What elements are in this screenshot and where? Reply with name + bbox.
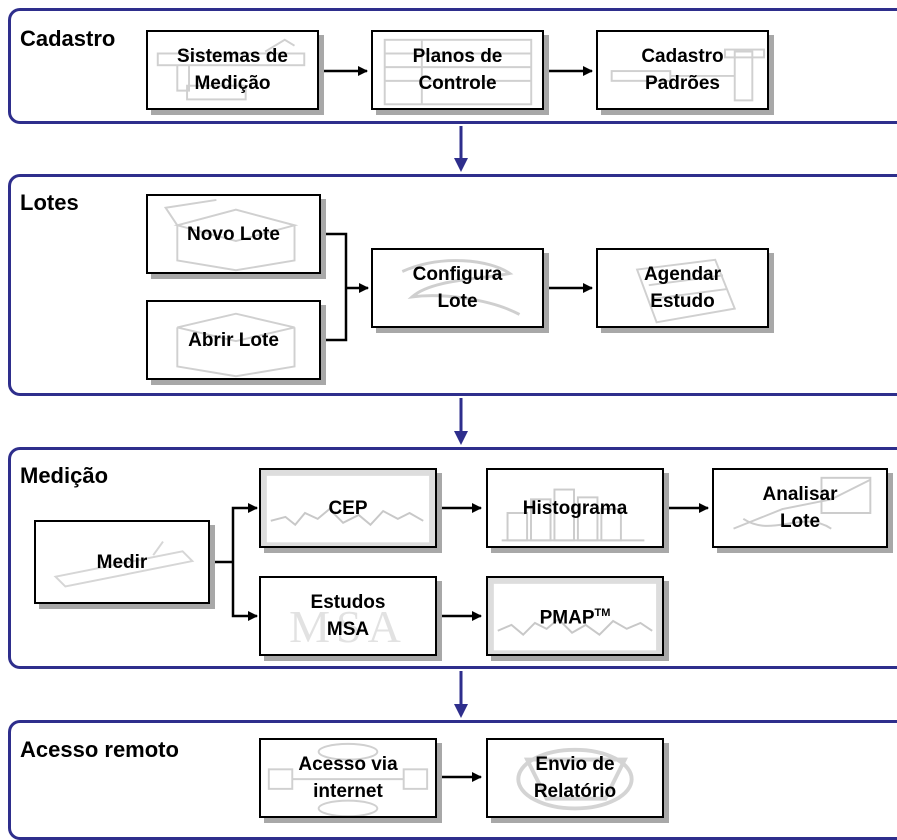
pmap-trademark: TM (594, 607, 611, 620)
group-cadastro-title: Cadastro (20, 26, 116, 51)
group-lotes (8, 174, 897, 396)
arrowhead-medicao-acesso (454, 704, 468, 718)
estudos-msa-label: Estudos MSA (310, 592, 386, 640)
novo-lote-box[interactable]: Novo Lote (146, 194, 321, 274)
cadastro-padroes-label: Cadastro Padrões (641, 46, 724, 94)
arrowhead-lotes-medicao (454, 431, 468, 445)
configura-lote-label: Configura Lote (412, 264, 503, 312)
acesso-internet-label: Acesso via internet (298, 754, 398, 802)
pmap-box[interactable]: PMAPTM (486, 576, 664, 656)
group-cadastro (8, 8, 897, 124)
novo-lote-label: Novo Lote (187, 223, 280, 245)
abrir-lote-label: Abrir Lote (188, 329, 279, 351)
analisar-lote-box[interactable]: Analisar Lote (712, 468, 888, 548)
agendar-estudo-box[interactable]: Agendar Estudo (596, 248, 769, 328)
agendar-estudo-label: Agendar Estudo (643, 264, 722, 312)
medir-box[interactable]: Medir (34, 520, 210, 604)
envio-relatorio-label: Envio de Relatório (533, 754, 617, 802)
group-lotes-title: Lotes (20, 190, 79, 215)
sistemas-medicao-box[interactable]: Sistemas de Medição (146, 30, 319, 110)
envio-relatorio-box[interactable]: Envio de Relatório (486, 738, 664, 818)
planos-controle-label: Planos de Controle (412, 46, 503, 94)
pmap-text: PMAP (539, 607, 595, 629)
analisar-lote-label: Analisar Lote (762, 484, 838, 532)
group-acesso-title: Acesso remoto (20, 737, 179, 762)
acesso-internet-box[interactable]: Acesso via internet (259, 738, 437, 818)
abrir-lote-box[interactable]: Abrir Lote (146, 300, 321, 380)
cep-label: CEP (328, 497, 368, 519)
histograma-box[interactable]: Histograma (486, 468, 664, 548)
cadastro-padroes-box[interactable]: Cadastro Padrões (596, 30, 769, 110)
pmap-label: PMAPTM (540, 600, 611, 631)
group-medicao-title: Medição (20, 463, 109, 488)
msa-watermark: MSA (289, 601, 407, 652)
histograma-label: Histograma (522, 497, 628, 519)
planos-controle-box[interactable]: Planos de Controle (371, 30, 544, 110)
cep-box[interactable]: CEP (259, 468, 437, 548)
arrowhead-cadastro-lotes (454, 158, 468, 172)
configura-lote-box[interactable]: Configura Lote (371, 248, 544, 328)
medir-label: Medir (96, 551, 148, 573)
group-medicao (8, 447, 897, 669)
sistemas-medicao-label: Sistemas de Medição (177, 46, 288, 94)
estudos-msa-box[interactable]: MSA Estudos MSA (259, 576, 437, 656)
